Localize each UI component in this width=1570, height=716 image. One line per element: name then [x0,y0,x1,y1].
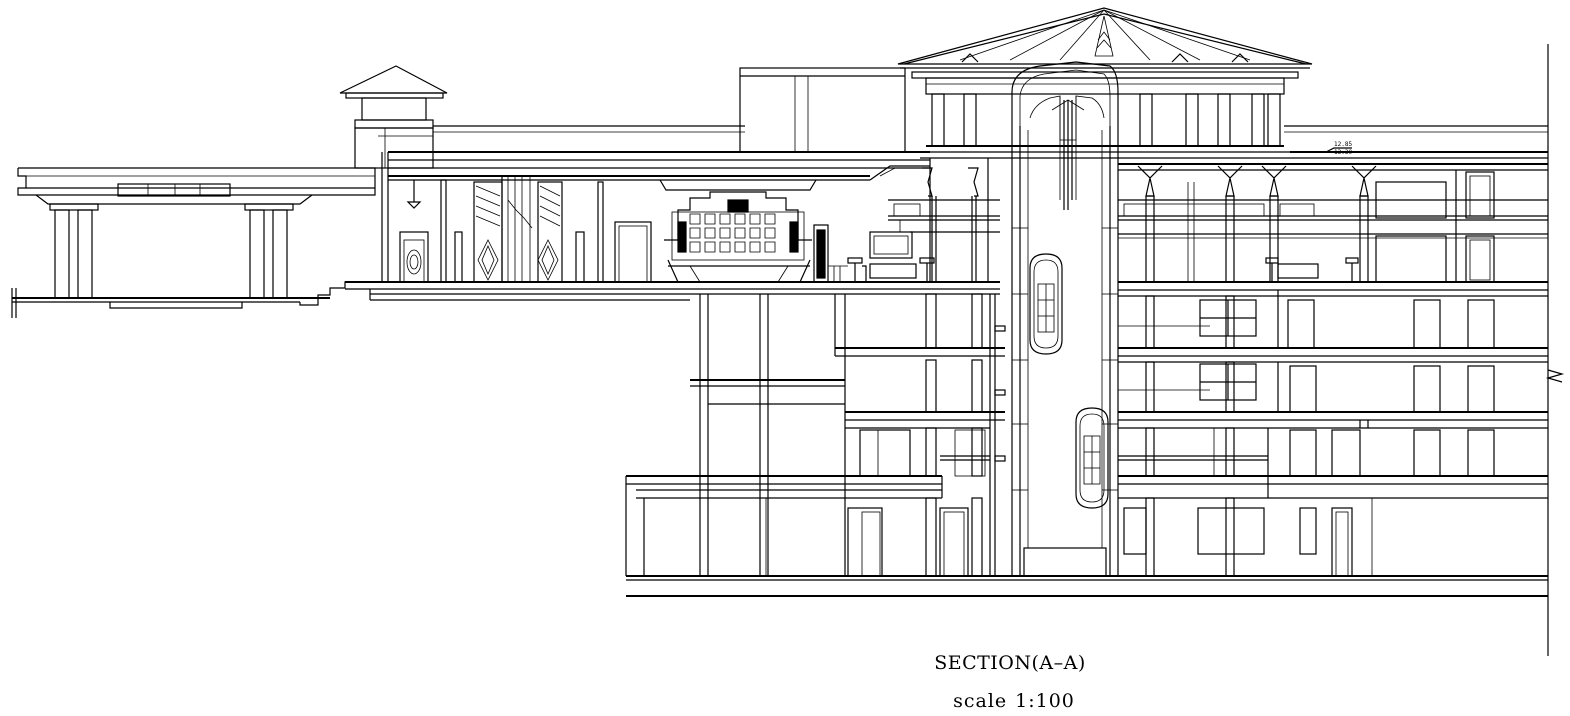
left-pergola [11,167,378,318]
level-mark-upper: 12.85 [1334,141,1352,148]
guest-floors-left-block [834,293,1006,577]
drawing-scale: scale 1:100 [640,690,1380,712]
level-mark-lower: 13.30 [1334,149,1352,156]
elevator-core [1011,126,1119,577]
scale-value: 1:100 [1015,690,1075,712]
left-wing-roof [381,67,930,282]
scale-label: scale [953,690,1008,712]
atrium-left-upper [888,158,1000,282]
drawing-title: SECTION(A–A) [934,652,1086,674]
lower-floors-left [625,294,1548,597]
right-wing: 12.85 13.30 [1118,44,1565,656]
left-tower [339,65,448,169]
lobby-interior [345,165,1000,301]
central-dome [897,7,1313,210]
